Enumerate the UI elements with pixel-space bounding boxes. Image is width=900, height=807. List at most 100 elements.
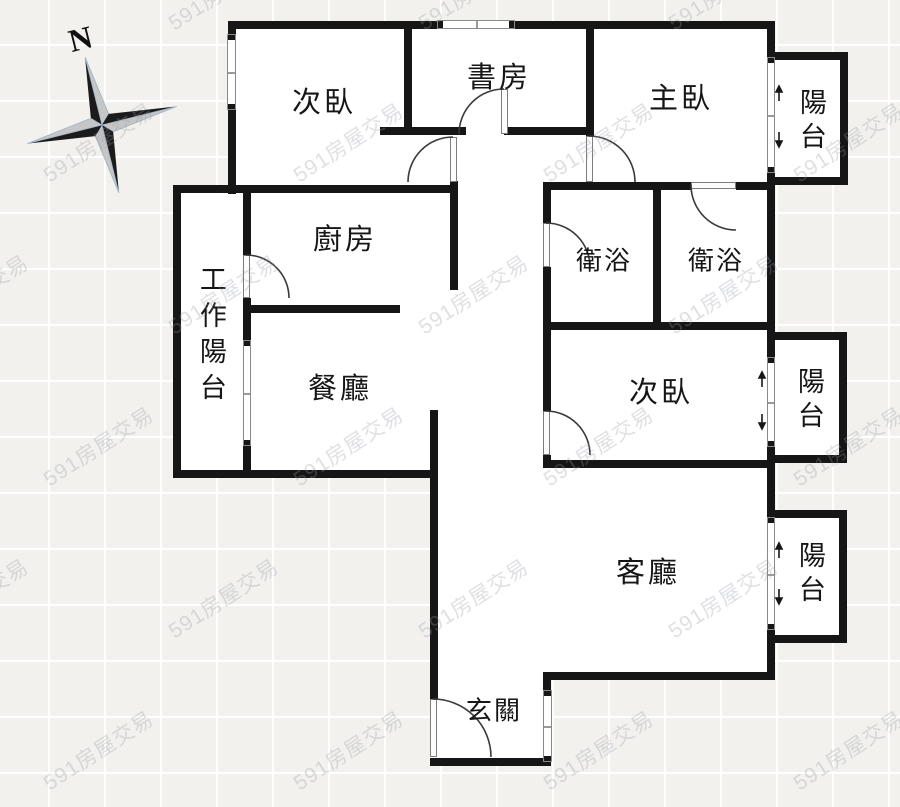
- frame-cap: [768, 624, 774, 629]
- door-leaf: [691, 182, 736, 189]
- wall: [840, 52, 848, 185]
- wall: [173, 470, 438, 478]
- wall: [543, 182, 551, 223]
- wall: [504, 127, 590, 135]
- wall: [173, 185, 457, 193]
- frame-cap: [228, 104, 235, 109]
- wall: [839, 332, 847, 463]
- room-label-living-room: 客廳: [615, 557, 681, 590]
- mullion: [228, 72, 235, 74]
- wall: [767, 630, 775, 680]
- watermark-text: 591房屋交易: [164, 555, 283, 644]
- frame-cap: [768, 441, 774, 446]
- room-label-bedroom-middle: 次臥: [628, 377, 694, 410]
- window: [543, 690, 552, 762]
- room-floor: [775, 52, 848, 185]
- wall: [586, 21, 775, 29]
- watermark-text: 591房屋交易: [289, 707, 408, 796]
- wall: [450, 181, 458, 290]
- room-floor: [773, 332, 847, 463]
- frame-cap: [438, 21, 443, 28]
- wall: [243, 446, 251, 478]
- wall: [543, 672, 775, 680]
- wall: [775, 510, 847, 518]
- wall: [246, 305, 400, 313]
- frame-cap: [768, 358, 774, 363]
- watermark-text: 591房屋交易: [789, 707, 900, 796]
- wall: [767, 447, 775, 468]
- wall: [767, 190, 775, 322]
- wall: [543, 672, 551, 690]
- mullion: [244, 393, 250, 395]
- door-leaf: [450, 137, 457, 182]
- room-label-kitchen: 廚房: [312, 224, 378, 257]
- wall: [586, 21, 594, 136]
- wall: [775, 177, 848, 185]
- room-label-work-balcony: 工作陽台: [195, 265, 226, 409]
- wall: [543, 460, 775, 468]
- wall: [773, 332, 847, 340]
- wall: [653, 190, 661, 322]
- sliding-door: [767, 357, 775, 447]
- mullion: [768, 573, 774, 576]
- sliding-door: [767, 517, 775, 630]
- room-label-balcony-bottom: 陽台: [794, 541, 825, 609]
- door-leaf: [543, 411, 550, 455]
- mullion: [476, 21, 478, 28]
- watermark-text: 591房屋交易: [0, 251, 33, 340]
- wall: [380, 127, 412, 135]
- frame-cap: [768, 518, 774, 523]
- watermark-text: 591房屋交易: [39, 403, 158, 492]
- room-floor: [775, 510, 847, 643]
- watermark-text: 591房屋交易: [39, 99, 158, 188]
- wall: [543, 267, 551, 330]
- door-leaf: [430, 699, 437, 757]
- door-leaf: [243, 255, 250, 298]
- sliding-door: [243, 340, 251, 446]
- mullion: [544, 726, 551, 728]
- wall: [404, 127, 466, 135]
- wall: [430, 410, 438, 699]
- wall: [767, 468, 775, 517]
- wall: [839, 510, 847, 643]
- room-label-study: 書房: [466, 62, 532, 95]
- frame-cap: [768, 167, 774, 172]
- wall: [767, 330, 775, 357]
- door-leaf: [586, 136, 593, 182]
- wall: [243, 298, 251, 342]
- room-label-bathroom-left: 衛浴: [575, 245, 633, 276]
- wall: [767, 21, 775, 57]
- window: [437, 20, 515, 29]
- mullion: [768, 115, 774, 117]
- sliding-door: [767, 57, 775, 173]
- wall: [543, 182, 691, 190]
- room-label-bathroom-right: 衛浴: [687, 245, 745, 276]
- mullion: [768, 402, 774, 404]
- door-leaf: [501, 89, 508, 134]
- wall: [543, 330, 551, 411]
- wall: [404, 21, 412, 135]
- window: [227, 34, 236, 110]
- wall: [243, 193, 251, 255]
- room-label-bedroom-top-left: 次臥: [291, 87, 357, 120]
- room-label-balcony-middle: 陽台: [793, 367, 824, 435]
- room-label-balcony-top: 陽台: [795, 88, 826, 156]
- wall: [543, 322, 775, 330]
- frame-cap: [768, 58, 774, 63]
- wall: [775, 635, 847, 643]
- room-floor: [173, 185, 775, 478]
- frame-cap: [544, 756, 551, 761]
- frame-cap: [544, 691, 551, 696]
- frame-cap: [509, 21, 514, 28]
- wall: [773, 455, 847, 463]
- room-floor: [430, 460, 775, 680]
- compass-icon: N: [27, 18, 177, 194]
- watermark-text: 591房屋交易: [39, 707, 158, 796]
- frame-cap: [244, 440, 250, 445]
- room-label-dining-room: 餐廳: [307, 373, 373, 406]
- frame-cap: [228, 35, 235, 40]
- door-leaf: [543, 223, 550, 267]
- wall: [430, 758, 551, 766]
- wall: [173, 185, 181, 478]
